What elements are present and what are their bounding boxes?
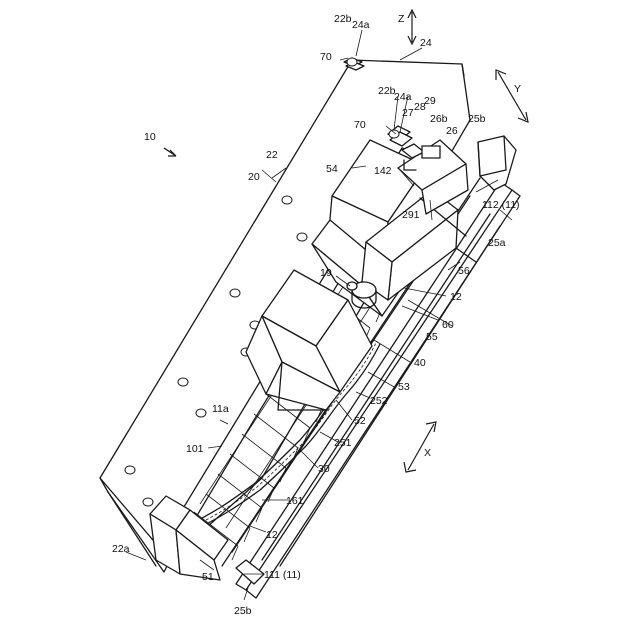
label-24a-top: 24a bbox=[352, 19, 370, 31]
bolt bbox=[196, 409, 206, 417]
label-11a: 11a bbox=[212, 403, 229, 415]
label-142: 142 bbox=[374, 165, 392, 177]
label-54: 54 bbox=[326, 163, 338, 175]
label-53: 53 bbox=[398, 381, 410, 393]
label-22b-top: 22b bbox=[334, 13, 352, 25]
label-40: 40 bbox=[414, 357, 426, 369]
label-291: 291 bbox=[402, 209, 420, 221]
bolt bbox=[178, 378, 188, 386]
bolt bbox=[125, 466, 135, 474]
label-10: 10 bbox=[144, 131, 156, 143]
label-25b-top: 25b bbox=[468, 113, 486, 125]
label-22a: 22a bbox=[112, 543, 130, 555]
bolt bbox=[230, 289, 240, 297]
label-60: 60 bbox=[442, 319, 454, 331]
label-12-right: 12 bbox=[450, 291, 462, 303]
axis-z bbox=[408, 10, 416, 44]
label-20: 20 bbox=[248, 171, 260, 183]
bolt bbox=[297, 233, 307, 241]
label-25a: 25a bbox=[488, 237, 506, 249]
label-111: 111 (11) bbox=[264, 569, 301, 581]
label-24a-mid: 24a bbox=[394, 91, 412, 103]
label-22: 22 bbox=[266, 149, 278, 161]
label-12-bottom: 12 bbox=[266, 529, 278, 541]
bolt bbox=[143, 498, 153, 506]
label-112: 112 (11) bbox=[482, 199, 520, 211]
label-30: 30 bbox=[318, 463, 330, 475]
label-161: 161 bbox=[286, 495, 304, 507]
axis-label-y: Y bbox=[514, 83, 521, 95]
axis-x bbox=[404, 422, 436, 472]
label-251: 251 bbox=[334, 437, 352, 449]
label-252: 252 bbox=[370, 395, 388, 407]
label-101: 101 bbox=[186, 443, 204, 455]
label-55: 55 bbox=[426, 331, 438, 343]
reference-arrow bbox=[164, 148, 176, 156]
label-56: 56 bbox=[458, 265, 470, 277]
label-70-top: 70 bbox=[320, 51, 332, 63]
axis-y bbox=[496, 70, 528, 122]
label-25b-bottom: 25b bbox=[234, 605, 252, 617]
label-19: 19 bbox=[320, 267, 332, 279]
label-26: 26 bbox=[446, 125, 458, 137]
bolt bbox=[282, 196, 292, 204]
label-52: 52 bbox=[354, 415, 366, 427]
label-70-mid: 70 bbox=[354, 119, 366, 131]
label-24: 24 bbox=[420, 37, 432, 49]
label-26b: 26b bbox=[430, 113, 448, 125]
label-51: 51 bbox=[202, 571, 214, 583]
label-29: 29 bbox=[424, 95, 436, 107]
axis-label-z: Z bbox=[398, 13, 405, 25]
label-27: 27 bbox=[402, 107, 414, 119]
axis-label-x: X bbox=[424, 447, 431, 459]
